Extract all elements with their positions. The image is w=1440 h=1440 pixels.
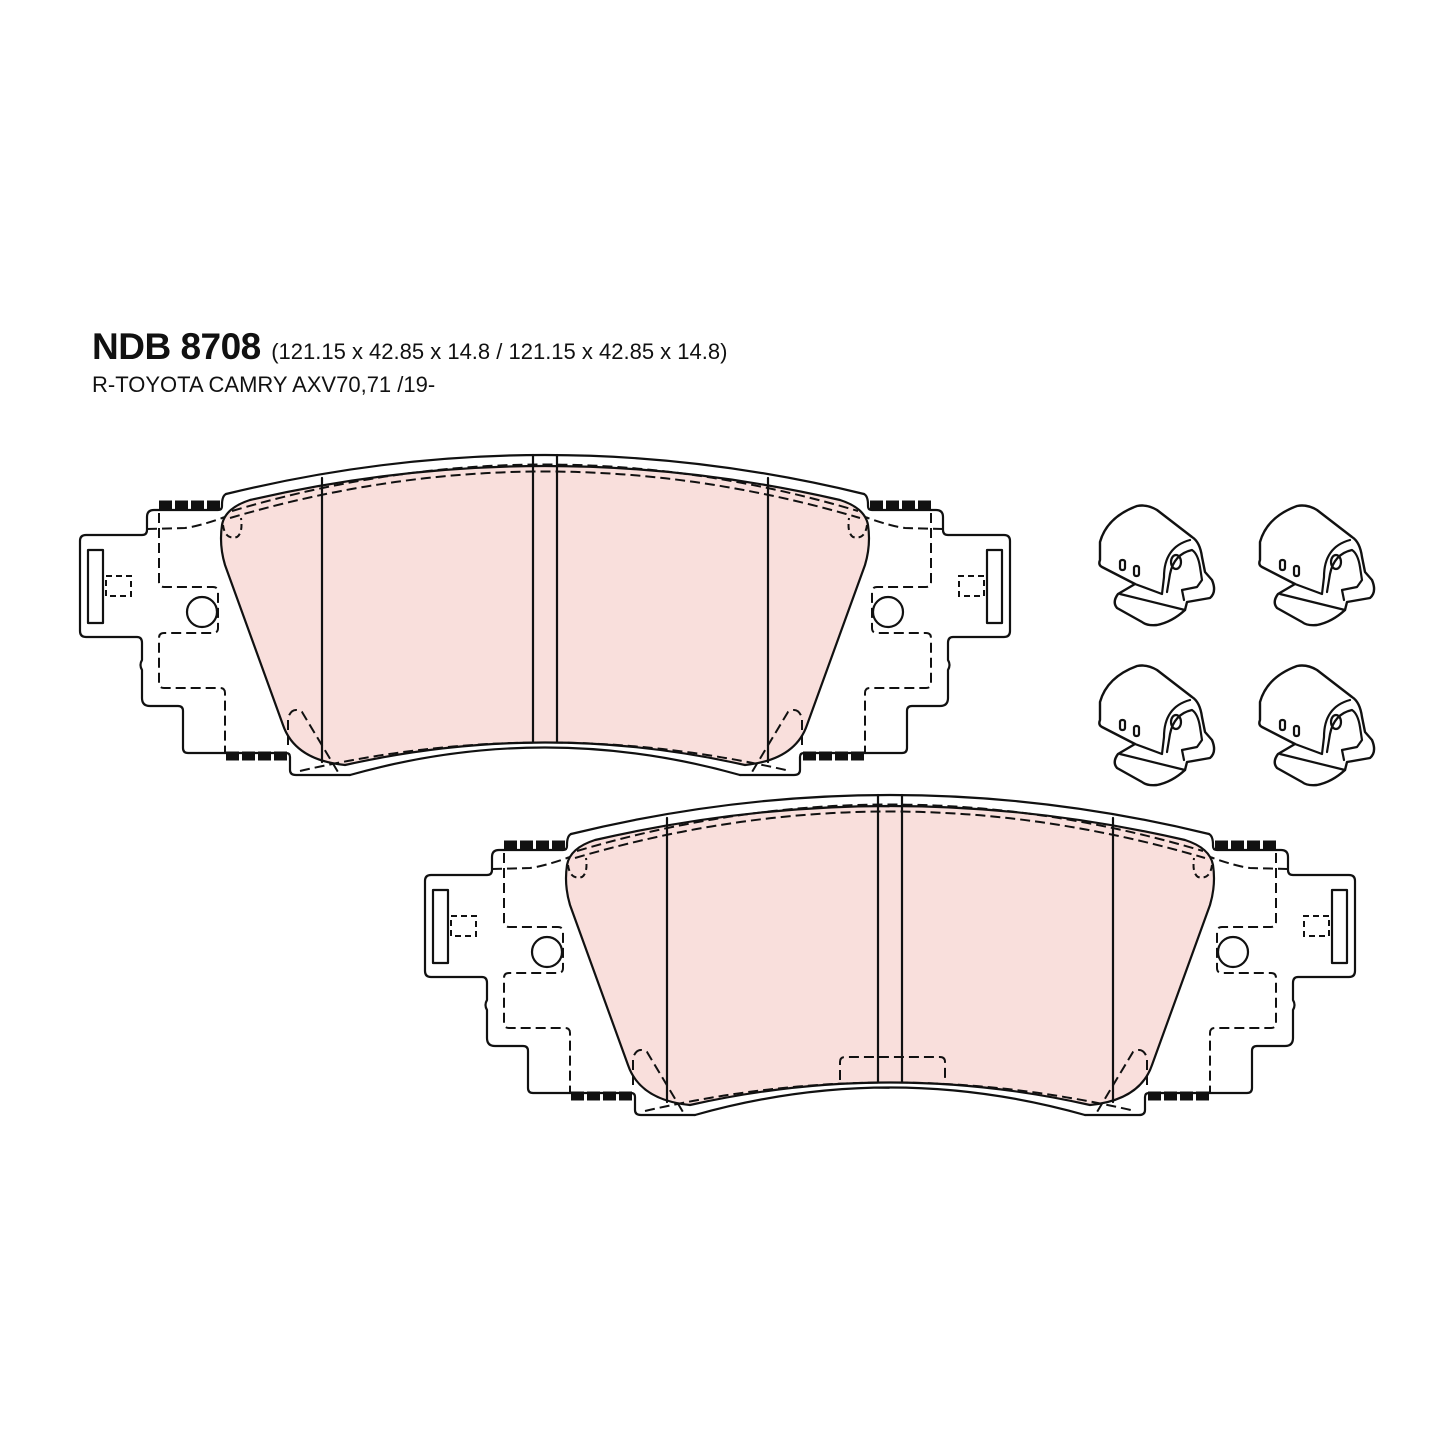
clip-2 <box>1258 504 1376 627</box>
clip-4 <box>1258 664 1376 787</box>
part-code: NDB 8708 <box>92 326 261 367</box>
dimensions: (121.15 x 42.85 x 14.8 / 121.15 x 42.85 … <box>271 339 728 364</box>
outer-pad <box>80 455 1010 775</box>
inner-pad <box>425 795 1355 1115</box>
clip-1 <box>1098 504 1216 627</box>
center-notch <box>839 1056 946 1080</box>
clip-3 <box>1098 664 1216 787</box>
vehicle-application: R-TOYOTA CAMRY AXV70,71 /19- <box>92 372 436 397</box>
header: NDB 8708 (121.15 x 42.85 x 14.8 / 121.15… <box>92 326 727 398</box>
